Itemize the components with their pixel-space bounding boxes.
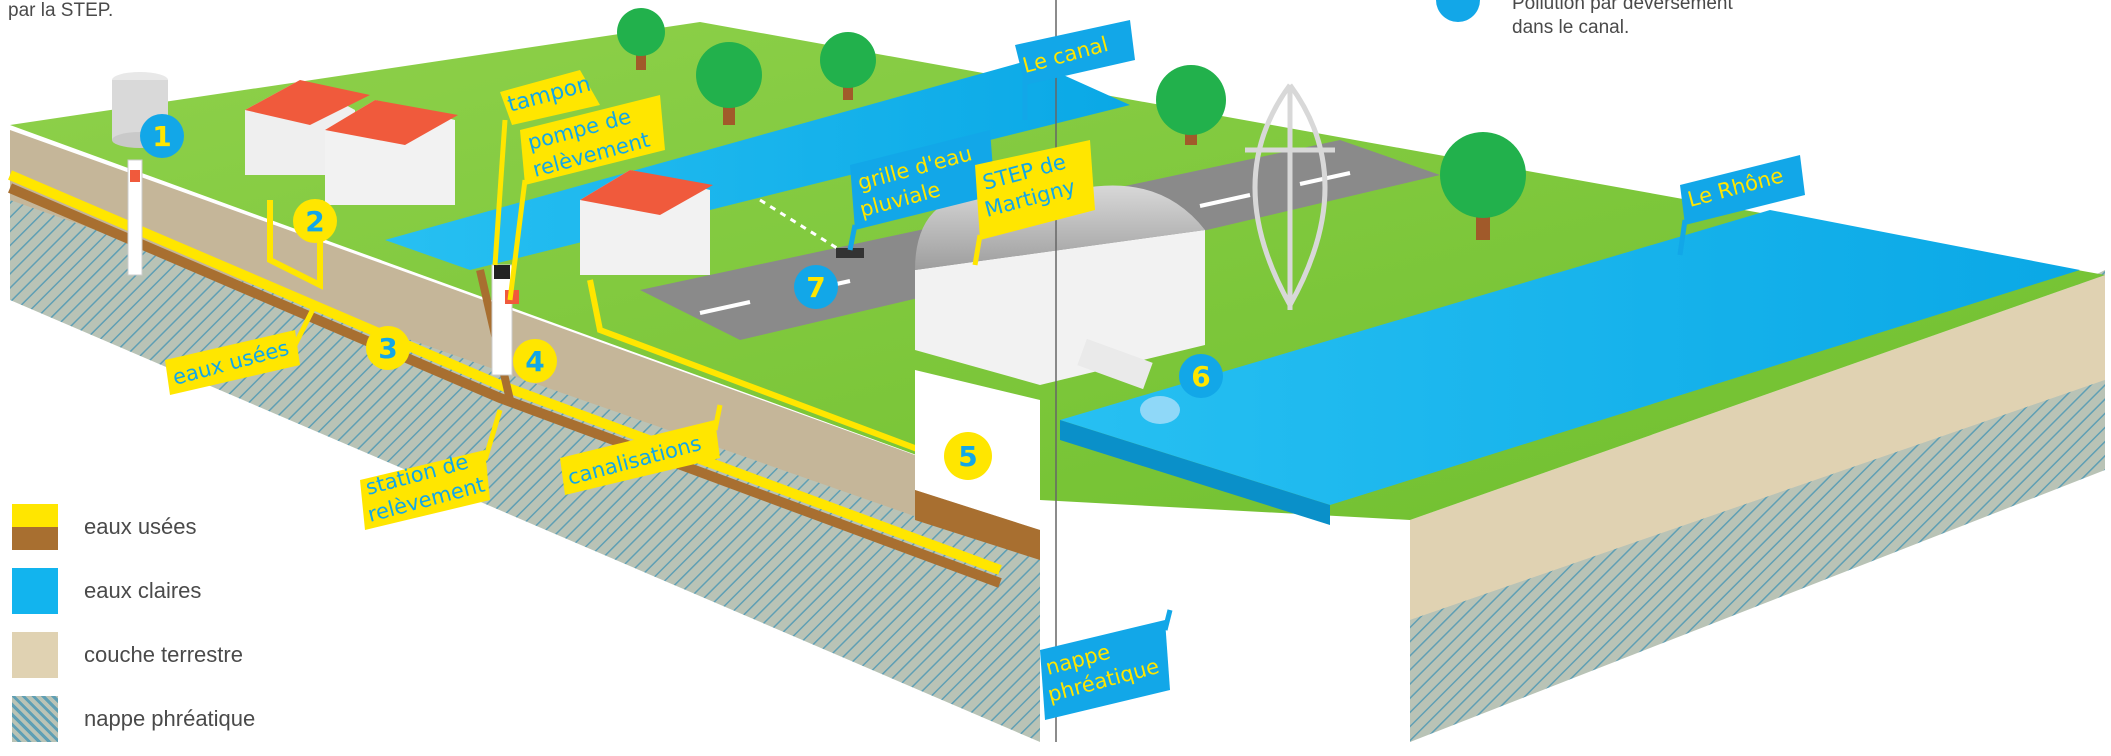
- tree: [617, 8, 665, 70]
- legend-label: nappe phréatique: [84, 706, 256, 731]
- top-right-note-line2: dans le canal.: [1512, 17, 1630, 38]
- marker-1-label: 1: [152, 120, 171, 153]
- top-right-note-line1: Pollution par déversement: [1512, 0, 1733, 14]
- rhone-bank: [1060, 420, 1330, 525]
- level-gauge: [127, 159, 143, 276]
- callout-step: STEP de Martigny: [972, 140, 1095, 266]
- house-2: [325, 100, 458, 205]
- legend-label: eaux usées: [84, 514, 197, 539]
- storm-drain: [836, 248, 864, 258]
- callout-nappe: nappe phréatique: [1040, 609, 1173, 720]
- legend-item-eaux-claires: eaux claires: [12, 564, 372, 628]
- aquifer-right-face: [1410, 380, 2105, 742]
- top-left-note: par la STEP.: [8, 0, 113, 22]
- legend-swatch-eaux-claires: [12, 568, 58, 614]
- marker-5: 5: [944, 432, 992, 480]
- power-pylon: [1245, 83, 1335, 311]
- marker-3: 3: [366, 326, 410, 370]
- tree: [696, 42, 762, 125]
- drain-dashed-line: [759, 198, 841, 252]
- marker-4-label: 4: [525, 345, 544, 378]
- legend-label: couche terrestre: [84, 642, 243, 667]
- legend-label: eaux claires: [84, 578, 202, 603]
- tree: [1156, 65, 1226, 145]
- marker-2: 2: [293, 199, 337, 243]
- callout-grille: grille d'eau pluviale: [847, 130, 995, 251]
- step-building: [915, 185, 1205, 560]
- marker-6-label: 6: [1191, 360, 1210, 393]
- marker-1: 1: [140, 114, 184, 158]
- rhone-water: [1060, 210, 2080, 505]
- marker-6: 6: [1179, 354, 1223, 398]
- outlet-pipe: [1077, 338, 1180, 424]
- soil-layer-right: [1410, 275, 2105, 620]
- legend-item-eaux-usees: eaux usées: [12, 500, 372, 564]
- legend-swatch-couche-terrestre: [12, 632, 58, 678]
- legend: eaux usées eaux claires couche terrestre…: [12, 500, 372, 756]
- house-3: [580, 170, 713, 275]
- marker-4: 4: [513, 339, 557, 383]
- marker-3-label: 3: [378, 332, 397, 365]
- marker-5-label: 5: [958, 440, 977, 473]
- legend-swatch-nappe: [12, 696, 58, 742]
- top-right-note: Pollution par déversement dans le canal.: [1512, 0, 1733, 40]
- top-left-note-text: par la STEP.: [8, 0, 114, 21]
- canal-water: [385, 60, 1130, 270]
- legend-item-nappe: nappe phréatique: [12, 692, 372, 756]
- tree: [820, 32, 876, 100]
- tree: [1440, 132, 1526, 240]
- marker-7-top: [1436, 0, 1480, 22]
- legend-item-couche-terrestre: couche terrestre: [12, 628, 372, 692]
- sewer-pipes: [8, 170, 1002, 588]
- marker-2-label: 2: [305, 205, 324, 238]
- marker-7-label: 7: [806, 271, 825, 304]
- marker-7: 7: [794, 265, 838, 309]
- legend-swatch-eaux-usees: [12, 504, 58, 550]
